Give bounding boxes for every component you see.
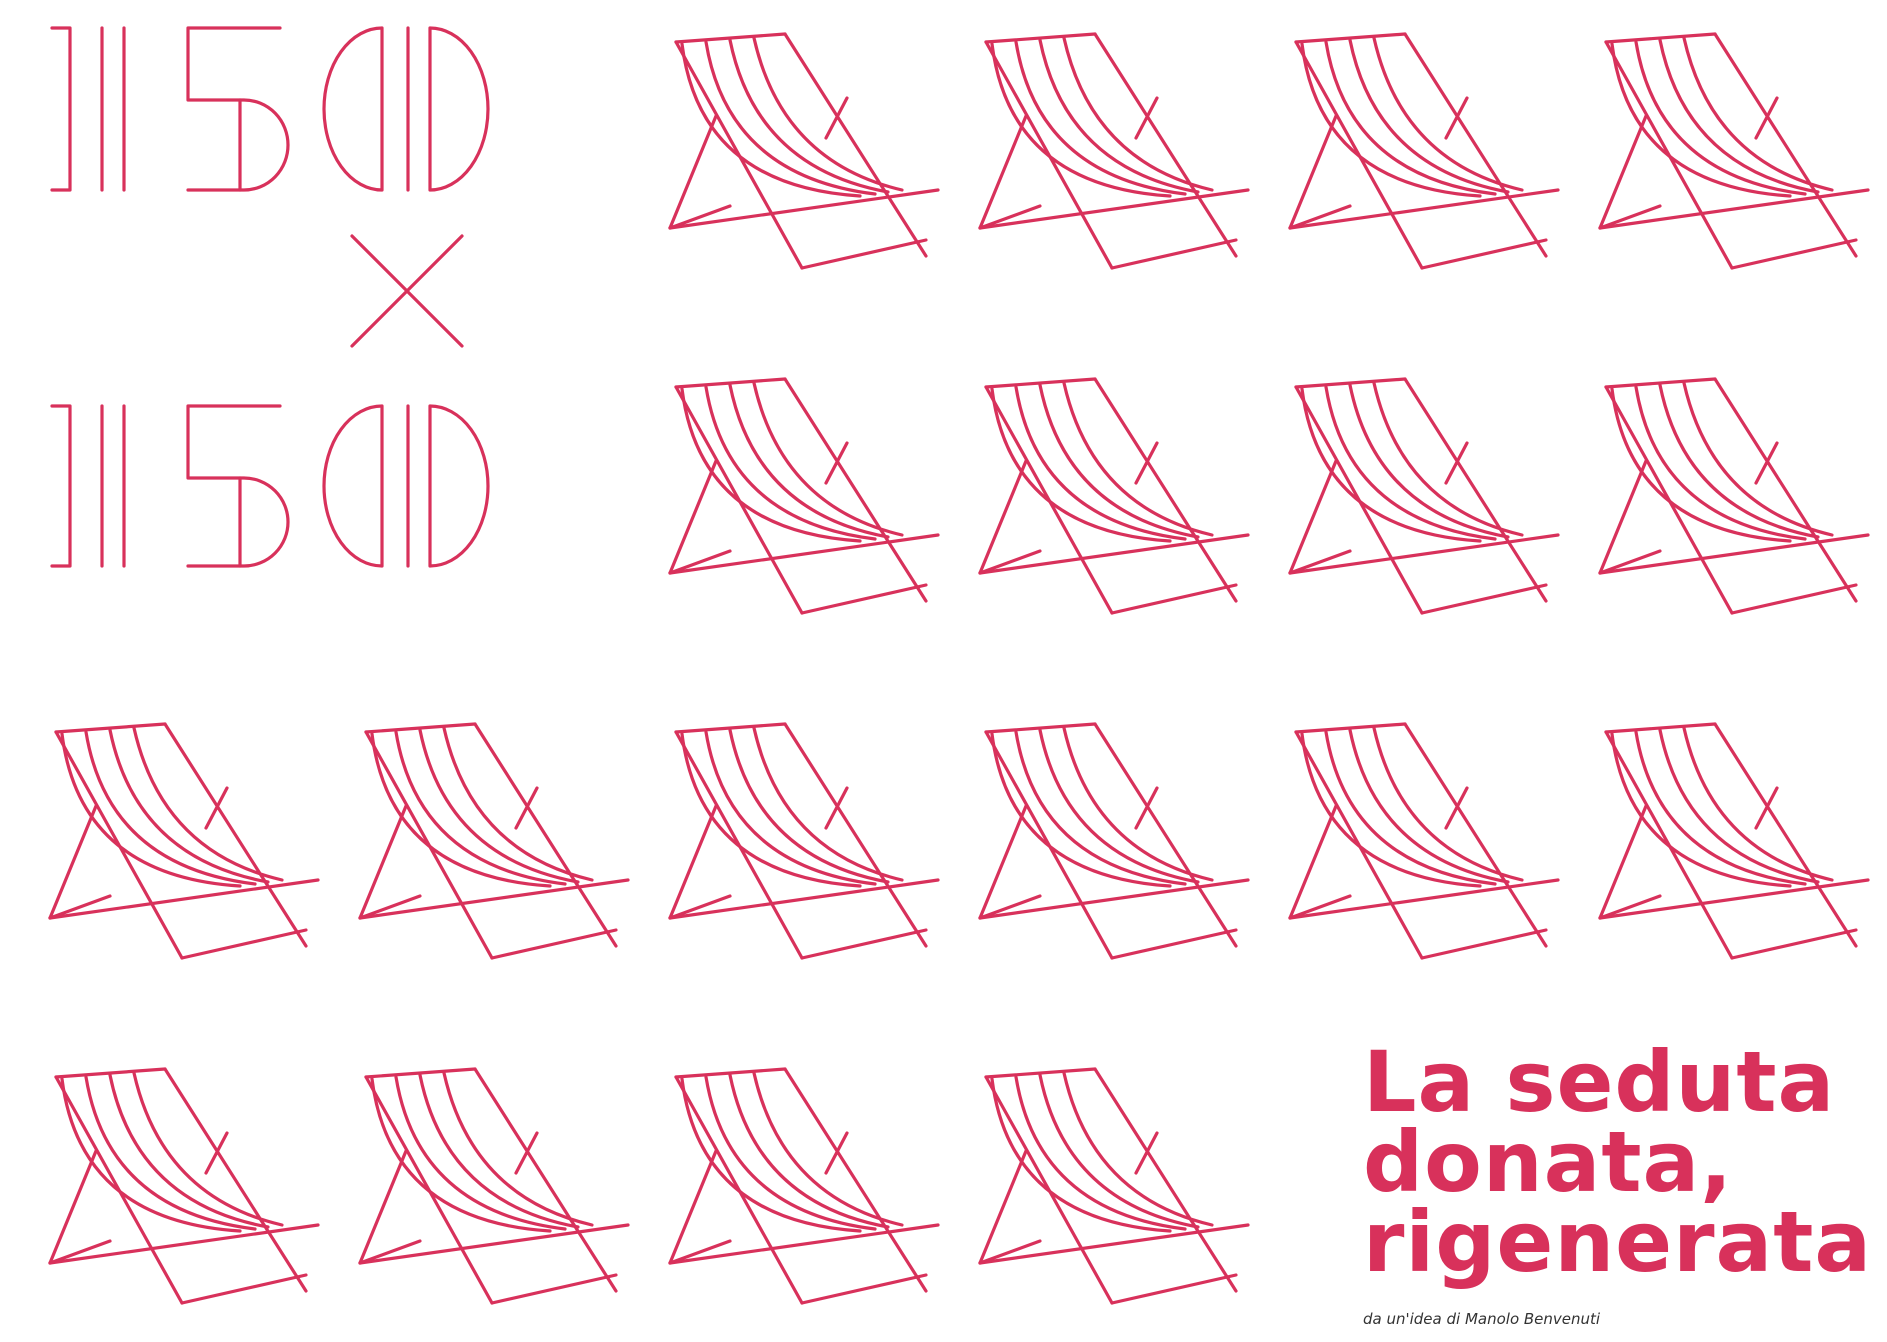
deck-chair-icon <box>668 377 940 615</box>
logo-top-150 <box>50 26 490 192</box>
deck-chair-icon <box>978 377 1250 615</box>
logo-times-sign <box>350 234 464 348</box>
deck-chair-icon <box>1288 722 1560 960</box>
deck-chair-icon <box>1598 32 1870 270</box>
credit-line: da un'idea di Manolo Benvenuti <box>1363 1310 1601 1328</box>
deck-chair-icon <box>668 722 940 960</box>
logo-150x150 <box>50 26 490 568</box>
deck-chair-icon <box>668 32 940 270</box>
deck-chair-icon <box>978 722 1250 960</box>
deck-chair-icon <box>1288 377 1560 615</box>
deck-chair-icon <box>978 1067 1250 1305</box>
deck-chair-icon <box>1288 32 1560 270</box>
deck-chair-icon <box>668 1067 940 1305</box>
deck-chair-icon <box>358 722 630 960</box>
deck-chair-icon <box>1598 377 1870 615</box>
deck-chair-icon <box>358 1067 630 1305</box>
title-line-2: donata, <box>1363 1113 1734 1211</box>
deck-chair-icon <box>978 32 1250 270</box>
logo-bottom-150 <box>50 404 490 568</box>
deck-chair-icon <box>48 722 320 960</box>
title-block: La seduta donata, rigenerata da un'idea … <box>1363 1033 1873 1328</box>
title-line-1: La seduta <box>1363 1033 1836 1131</box>
title-line-3: rigenerata <box>1363 1193 1873 1291</box>
deck-chair-icon <box>48 1067 320 1305</box>
deck-chair-icon <box>1598 722 1870 960</box>
